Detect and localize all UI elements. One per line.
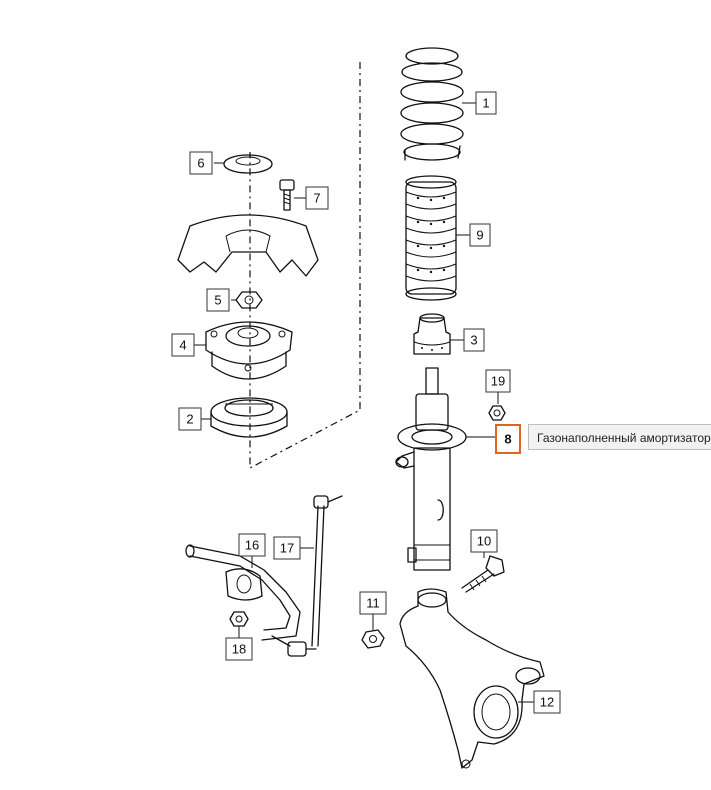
part-9-protective-boot[interactable] bbox=[405, 175, 457, 301]
callout-6[interactable]: 6 bbox=[189, 151, 213, 175]
callout-3[interactable]: 3 bbox=[463, 328, 485, 352]
callout-11[interactable]: 11 bbox=[359, 591, 387, 615]
callout-12-label: 12 bbox=[540, 695, 554, 710]
callout-5-label: 5 bbox=[214, 293, 221, 308]
callout-8[interactable]: 8 bbox=[495, 424, 521, 454]
callout-18-label: 18 bbox=[232, 642, 246, 657]
callout-19-label: 19 bbox=[491, 374, 505, 389]
callout-4-label: 4 bbox=[179, 338, 186, 353]
part-2-bearing[interactable] bbox=[210, 397, 288, 438]
callout-16-label: 16 bbox=[245, 538, 259, 553]
callout-18[interactable]: 18 bbox=[225, 637, 253, 661]
callout-4[interactable]: 4 bbox=[171, 333, 195, 357]
part-8-shock-absorber[interactable] bbox=[395, 367, 467, 571]
callout-19[interactable]: 19 bbox=[485, 369, 511, 393]
callout-3-label: 3 bbox=[470, 333, 477, 348]
part-7-bolt[interactable] bbox=[279, 179, 295, 211]
callout-5[interactable]: 5 bbox=[206, 288, 230, 312]
leader-lines bbox=[194, 102, 534, 703]
callout-16[interactable]: 16 bbox=[238, 533, 266, 557]
part-11-nut[interactable] bbox=[361, 629, 385, 649]
callout-7[interactable]: 7 bbox=[305, 186, 329, 210]
callout-9-label: 9 bbox=[476, 228, 483, 243]
part-tooltip: Газонаполненный амортизатор bbox=[528, 424, 711, 450]
assembly-outline bbox=[249, 62, 361, 469]
callout-6-label: 6 bbox=[197, 156, 204, 171]
callout-9[interactable]: 9 bbox=[469, 223, 491, 247]
callout-7-label: 7 bbox=[313, 191, 320, 206]
callout-10-label: 10 bbox=[477, 534, 491, 549]
callout-2[interactable]: 2 bbox=[178, 407, 202, 431]
callout-17[interactable]: 17 bbox=[273, 536, 301, 560]
part-12-steering-knuckle[interactable] bbox=[399, 588, 545, 769]
callout-2-label: 2 bbox=[186, 412, 193, 427]
callout-1[interactable]: 1 bbox=[475, 91, 497, 115]
part-upper-shield[interactable] bbox=[177, 214, 319, 277]
part-17-coupling-rod[interactable] bbox=[271, 495, 343, 657]
callout-1-label: 1 bbox=[482, 96, 489, 111]
part-19-nut[interactable] bbox=[488, 405, 506, 421]
part-5-nut[interactable] bbox=[235, 291, 263, 309]
callout-11-label: 11 bbox=[366, 596, 380, 611]
callout-10[interactable]: 10 bbox=[470, 529, 498, 553]
callout-8-label: 8 bbox=[504, 432, 511, 447]
part-6-cap[interactable] bbox=[223, 154, 273, 174]
callout-12[interactable]: 12 bbox=[533, 690, 561, 714]
part-10-bolt[interactable] bbox=[461, 555, 505, 593]
part-4-strut-mount[interactable] bbox=[205, 321, 293, 380]
part-18-nut[interactable] bbox=[229, 611, 249, 627]
part-1-coil-spring[interactable] bbox=[400, 47, 464, 161]
part-3-bump-stop[interactable] bbox=[413, 313, 451, 355]
callout-17-label: 17 bbox=[280, 541, 294, 556]
